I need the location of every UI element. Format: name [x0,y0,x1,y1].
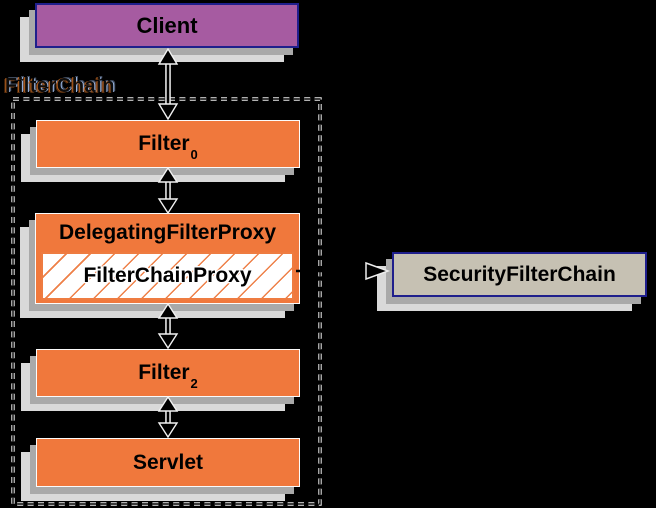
filter0-box: Filter 0 [36,120,300,168]
servlet-box: Servlet [36,438,300,487]
filter2-subscript: 2 [190,375,198,391]
filter-chain-proxy-label: FilterChainProxy [83,264,252,287]
security-filter-chain-label: SecurityFilterChain [423,262,616,286]
arrow-filter2-servlet [157,396,179,438]
arrow-filterchainproxy-securityfilterchain [296,261,391,281]
filter2-label: Filter [138,361,190,384]
filter0-subscript: 0 [190,146,198,162]
arrow-delegatingfilterproxy-filter2 [157,303,179,349]
filter2-box: Filter 2 [36,349,300,397]
filter0-label: Filter [138,132,190,155]
filter-chain-proxy-box: FilterChainProxy [41,252,294,300]
arrow-filter0-delegatingfilterproxy [157,167,179,214]
arrow-client-filter0 [157,48,179,120]
client-box: Client [35,3,299,48]
delegating-filter-proxy-label: DelegatingFilterProxy [58,220,277,244]
servlet-label: Servlet [132,450,204,474]
security-filter-chain-box: SecurityFilterChain [392,252,647,297]
client-label: Client [136,12,198,38]
filterchain-group-label: FilterChain [5,75,115,97]
delegating-filter-proxy-box: DelegatingFilterProxy FilterChainProxy [35,213,300,304]
